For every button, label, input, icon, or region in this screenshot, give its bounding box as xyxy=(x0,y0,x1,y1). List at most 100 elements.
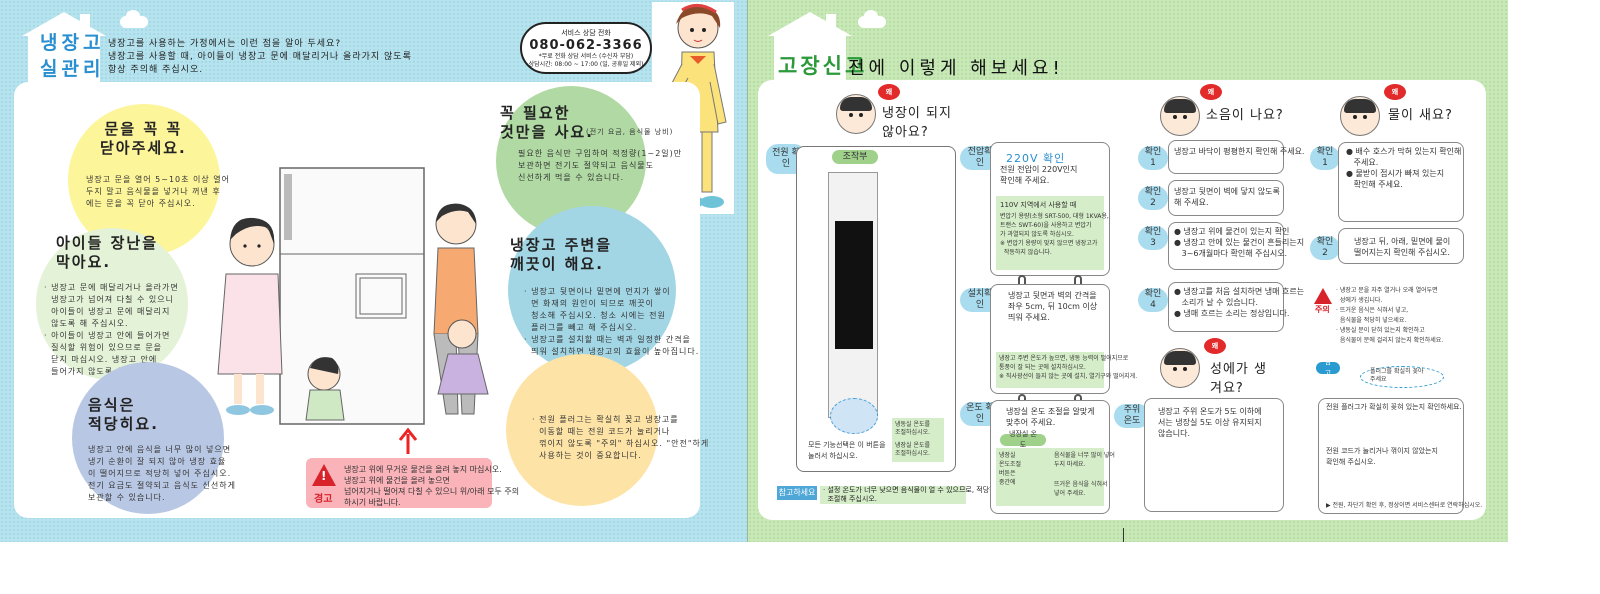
phone-note-1: *무료 전화 상담 서비스 (수신자 부담) xyxy=(538,53,634,60)
pill-check-1b: 확인1 xyxy=(1310,146,1340,170)
phone-number: 080-062-3366 xyxy=(529,38,643,53)
noise-text-3: ● 냉장고 위에 물건이 있는지 확인 ● 냉장고 안에 있는 물건이 흔들리는… xyxy=(1174,227,1305,258)
food-note: 음식물을 너무 많이 넣어 두지 마세요. xyxy=(1054,452,1115,468)
warning-text: 냉장고 위에 무거운 물건을 올려 놓지 마십시오. 냉장고 위에 물건을 올려… xyxy=(344,465,520,507)
control-display xyxy=(835,221,873,349)
pill-check-2: 확인2 xyxy=(1138,186,1168,210)
water-text-2: 냉장고 뒤, 아래, 밑면에 물이 떨어지는지 확인해 주십시오. xyxy=(1354,237,1451,257)
section-title: 냉장고 실관리 xyxy=(40,32,105,80)
panel-side-2: 냉장실 온도를 조절하십시오. xyxy=(895,442,931,457)
pill-check-2b: 확인2 xyxy=(1310,236,1340,260)
noise-card-1 xyxy=(1168,140,1284,174)
voltage-110-text: 변압기 용량(소형 SRT-500, 대형 1KVA용, 트랜스 SWT-60)… xyxy=(1000,213,1109,256)
noise-card-3 xyxy=(1168,222,1284,270)
section-subtitle: 전에 이렇게 해보세요! xyxy=(848,58,1064,79)
service-phone-box: 서비스 상담 전화 080-062-3366 *무료 전화 상담 서비스 (수신… xyxy=(520,22,652,74)
voltage-220: 220V 확인 xyxy=(1006,152,1066,165)
pill-check-4: 확인4 xyxy=(1138,288,1168,312)
install-text: 냉장고 뒷면과 벽의 간격을 좌우 5cm, 뒤 10cm 이상 띄워 주세요. xyxy=(1008,291,1098,322)
frost-card xyxy=(1144,398,1284,512)
bubble-food-text: 냉장고 안에 음식을 너무 많이 넣으면 냉기 순환이 잘 되지 않아 냉장 효… xyxy=(88,445,236,502)
panel-label: 조작부 xyxy=(832,150,878,164)
water-card-2 xyxy=(1338,228,1464,264)
water-card-1 xyxy=(1338,142,1464,222)
intro-text: 냉장고를 사용하는 가정에서는 이런 점을 알아 두세요? 냉장고를 사용할 때… xyxy=(108,39,412,75)
inner-temp-box xyxy=(996,448,1104,506)
bubble-kids-heading: 아이들 장난을 막아요. xyxy=(56,234,159,271)
food-note-2: 뜨거운 음식을 식혀서 넣어 주세요. xyxy=(1054,481,1108,497)
bubble-clean-heading: 냉장고 주변을 깨끗이 해요. xyxy=(510,236,613,273)
phone-label: 서비스 상담 전화 xyxy=(561,29,611,37)
noise-text-4: ● 냉장고를 처음 설치하면 냉매 흐르는 소리가 날 수 있습니다. ● 냉매… xyxy=(1174,287,1305,318)
temp-text: 냉장실 온도 조절을 알맞게 맞추어 주세요. xyxy=(1006,407,1095,427)
noise-card-2 xyxy=(1168,180,1284,216)
bubble-buy-heading: 꼭 필요한 것만을 사요. xyxy=(500,104,594,141)
plug-text-2: 전원 코드가 눌리거나 꺾이지 않았는지 확인해 주십시오. xyxy=(1326,447,1438,466)
plug-note: ▶ 전원, 차단기 확인 후, 정상이면 서비스센터로 연락하십시오. xyxy=(1326,502,1483,509)
bubble-close-door-text: 냉장고 문을 열어 5~10초 이상 열어 두지 말고 음식물을 넣거나 꺼낸 … xyxy=(86,175,231,208)
section-title-right: 고장신고 xyxy=(778,54,868,78)
install-note-box xyxy=(996,352,1104,388)
caution-label: 주의 xyxy=(1315,305,1330,314)
face-girl-2 xyxy=(1340,96,1380,136)
warning-box: ! 경고 냉장고 위에 무거운 물건을 올려 놓지 마십시오. 냉장고 위에 물… xyxy=(306,458,519,508)
noise-text-1: 냉장고 바닥이 평평한지 확인해 주세요. xyxy=(1174,147,1305,156)
face-girl-1 xyxy=(836,94,876,134)
bubble-food-heading: 음식은 적당히요. xyxy=(88,396,159,433)
inner-temp-text: 냉장실 온도조절 버튼은 중간에 xyxy=(999,452,1022,486)
q-water: 물이 새요? xyxy=(1388,108,1453,123)
water-text-1: ● 배수 호스가 막혀 있는지 확인해 주세요. ● 물받이 접시가 빠져 있는… xyxy=(1346,147,1462,189)
caution-icon xyxy=(1314,288,1332,304)
bubble-close-door-heading: 문을 꼭 꼭 닫아주세요. xyxy=(100,120,187,157)
why-badge: 왜 xyxy=(1204,338,1226,354)
why-badge: 왜 xyxy=(878,84,900,100)
why-badge: 왜 xyxy=(1200,84,1222,100)
bubble-buy-sub: (전기 요금, 음식물 낭비) xyxy=(586,128,674,136)
bubble-plug-text: · 전원 플러그는 확실히 꽂고 냉장고를 이동할 때는 전원 코드가 눌리거나… xyxy=(532,415,710,460)
noise-text-2: 냉장고 뒷면이 벽에 닿지 않도록 해 주세요. xyxy=(1174,187,1280,207)
noise-card-4 xyxy=(1168,282,1284,332)
tips-text: · 설정 온도가 너무 낮으면 음식물이 얼 수 있으므로, 적당하게 조절해 … xyxy=(820,486,1002,504)
bubble-kids xyxy=(36,228,188,380)
why-badge: 왜 xyxy=(1384,84,1406,100)
panel-side-box xyxy=(892,418,944,462)
voltage-text: 전원 전압이 220V인지 확인해 주세요. xyxy=(1000,165,1078,185)
plug-bubble-text: 플러그를 확실히 꽂아 주세요 xyxy=(1370,368,1424,383)
tips-tag: 참고하세요 xyxy=(777,486,817,500)
install-note: 냉장고 주변 온도가 높으면, 냉동 능력이 떨어지므로 통풍이 잘 되는 곳에… xyxy=(999,355,1138,380)
plug-card xyxy=(1318,398,1464,514)
plug-tag: 참고 xyxy=(1316,358,1340,377)
frost-text: 냉장고 주위 온도가 5도 이하에 서는 냉장실 5도 이상 유지되지 않습니다… xyxy=(1158,407,1262,438)
voltage-110-box xyxy=(996,196,1104,270)
bubble-clean xyxy=(508,206,676,374)
panel-side-1: 냉동실 온도를 조절하십시오. xyxy=(895,421,931,436)
inner-temp-label: 냉장실 온도 xyxy=(1000,430,1046,449)
phone-note-2: 상담시간: 08:00 ~ 17:00 (일, 공휴일 제외) xyxy=(528,61,644,68)
warning-icon: ! xyxy=(312,464,336,486)
control-button[interactable] xyxy=(830,398,878,434)
voltage-110-heading: 110V 지역에서 사용할 때 xyxy=(1000,201,1077,209)
plug-text: 전원 플러그가 확실히 꽂혀 있는지 확인하세요. xyxy=(1326,403,1462,411)
q-noise: 소음이 나요? xyxy=(1206,108,1284,123)
q-frost: 성에가 생겨요? xyxy=(1210,362,1267,396)
bubble-plug xyxy=(506,354,658,506)
plug-bubble xyxy=(1360,366,1444,388)
left-panel: 냉장고 실관리 냉장고를 사용하는 가정에서는 이런 점을 알아 두세요? 냉장… xyxy=(0,0,748,542)
face-boy-2 xyxy=(1160,348,1200,388)
panel-caption: 모든 기능선택은 이 버튼을 눌러서 하십시오. xyxy=(808,441,886,460)
q-not-cooling: 냉장이 되지 않아요? xyxy=(882,106,952,140)
pill-check-1: 확인1 xyxy=(1138,146,1168,170)
page-marker xyxy=(1123,528,1124,542)
bubble-food xyxy=(72,362,224,514)
caution-text: · 냉장고 문을 자주 열거나 오래 열어두면 성에가 생깁니다. · 뜨거운 … xyxy=(1336,287,1444,344)
bubble-clean-text: · 냉장고 뒷면이나 밑면에 먼지가 쌓이 면 화재의 원인이 되므로 깨끗이 … xyxy=(524,287,700,356)
face-boy-1 xyxy=(1160,96,1200,136)
pill-check-3: 확인3 xyxy=(1138,226,1168,250)
cloud-icon-right xyxy=(858,10,886,28)
warning-label: 경고 xyxy=(314,494,333,505)
control-panel-image xyxy=(828,172,878,418)
refrigerator-family-illustration xyxy=(217,167,489,454)
bubble-kids-text: · 냉장고 문에 매달리거나 올라가면 냉장고가 넘어져 다칠 수 있으니 아이… xyxy=(44,283,179,376)
bubble-buy-text: 필요한 음식만 구입하여 적정량(1~2일)만 보관하면 전기도 절약되고 음식… xyxy=(518,149,683,182)
cloud-icon xyxy=(120,10,148,28)
